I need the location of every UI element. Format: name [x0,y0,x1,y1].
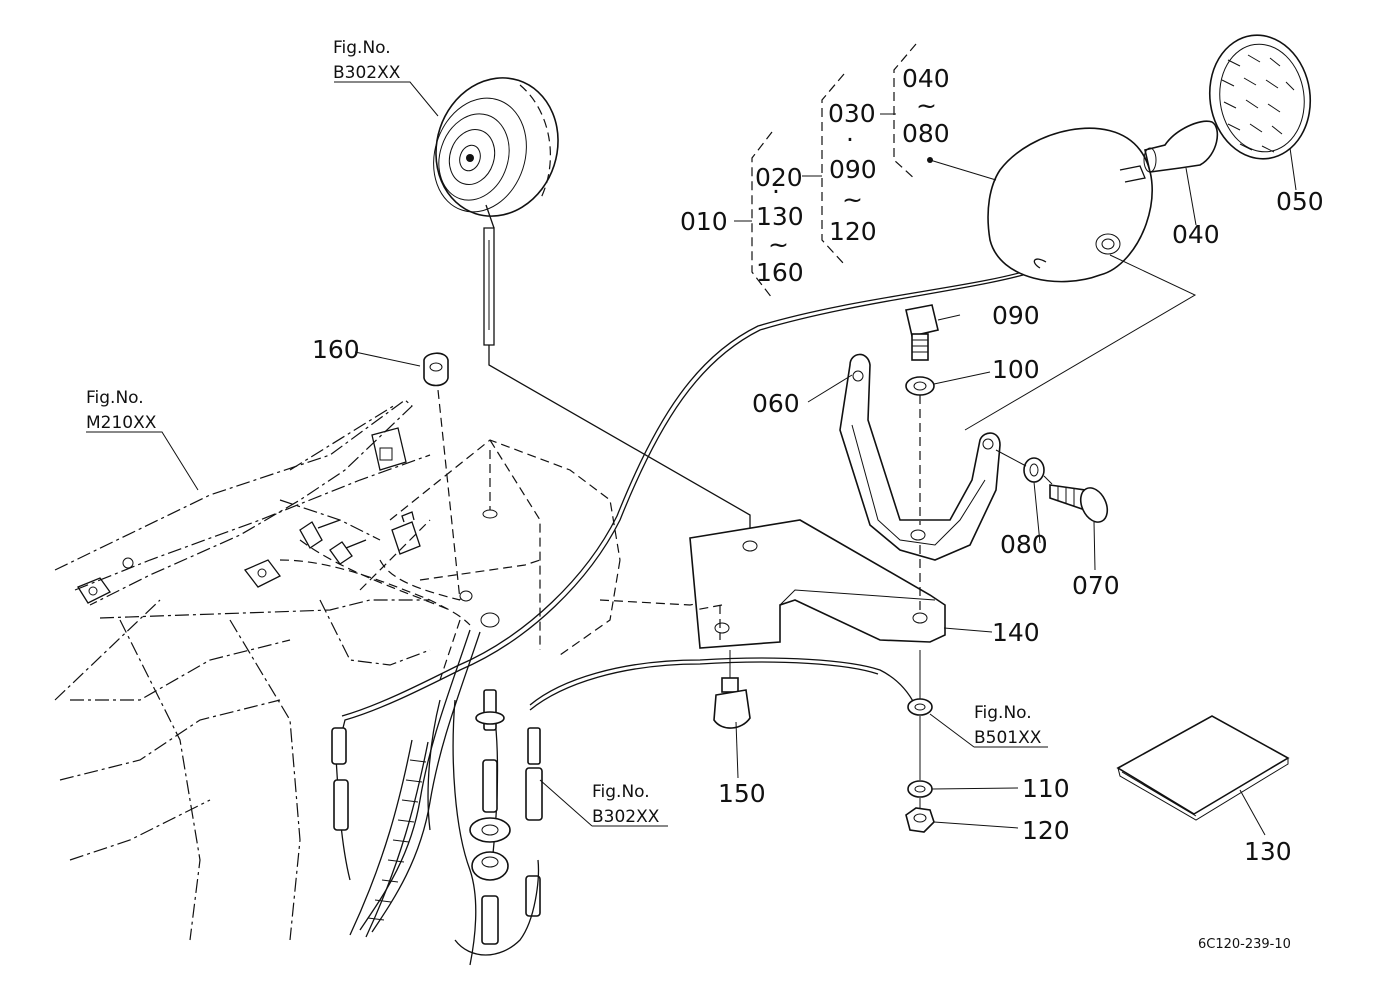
dot-2: · [846,125,854,154]
part-labels: 010 020 · 130 ~ 160 030 · 090 ~ 120 040 … [312,64,1324,866]
label-080: 080 [1000,530,1048,559]
label-160-range-end: 160 [756,258,804,287]
label-040: 040 [1172,220,1220,249]
fig-label-harness: Fig.No. [592,782,650,802]
top-work-light [433,77,751,586]
label-120: 120 [1022,816,1070,845]
range-brackets [734,43,917,299]
label-140: 140 [992,618,1040,647]
harness [331,267,1041,966]
fig-ref-ground: B501XX [974,728,1042,748]
fender-body [54,399,431,941]
fasteners [423,304,1109,833]
label-120-range-end: 120 [829,217,877,246]
label-130-range-start: 130 [756,202,804,231]
fig-label-ground: Fig.No. [974,703,1032,723]
label-160: 160 [312,335,360,364]
dot-1: · [772,177,780,206]
label-090: 090 [992,301,1040,330]
label-090-range-start: 090 [829,155,877,184]
figure-references: Fig.No. B302XX Fig.No. M210XX Fig.No. B3… [86,38,1042,827]
label-070: 070 [1072,571,1120,600]
manual-130 [1116,715,1290,821]
wire-connectors [279,511,471,626]
fig-label-top: Fig.No. [333,38,391,58]
plate-140 [689,519,946,649]
leader-lines [86,81,1297,836]
label-060: 060 [752,389,800,418]
tilde-2: ~ [842,185,863,214]
label-100: 100 [992,355,1040,384]
label-050: 050 [1276,187,1324,216]
label-010: 010 [680,207,728,236]
fig-ref-left-body: M210XX [86,413,157,433]
fig-ref-harness: B302XX [592,807,660,827]
tilde-3: ~ [916,91,937,120]
fig-ref-top-light: B302XX [333,63,401,83]
label-130: 130 [1244,837,1292,866]
label-040-range-start: 040 [902,64,950,93]
label-110: 110 [1022,774,1070,803]
lamp-housing [964,34,1312,431]
corrugated-tube [349,739,429,938]
label-080-range-end: 080 [902,119,950,148]
label-020: 020 [755,163,803,192]
battery-box [359,439,761,681]
bracket-060 [839,353,1001,561]
tilde-1: ~ [768,230,789,259]
figure-code: 6C120-239-10 [1198,937,1291,952]
fig-label-left: Fig.No. [86,388,144,408]
label-150: 150 [718,779,766,808]
label-030: 030 [828,99,876,128]
